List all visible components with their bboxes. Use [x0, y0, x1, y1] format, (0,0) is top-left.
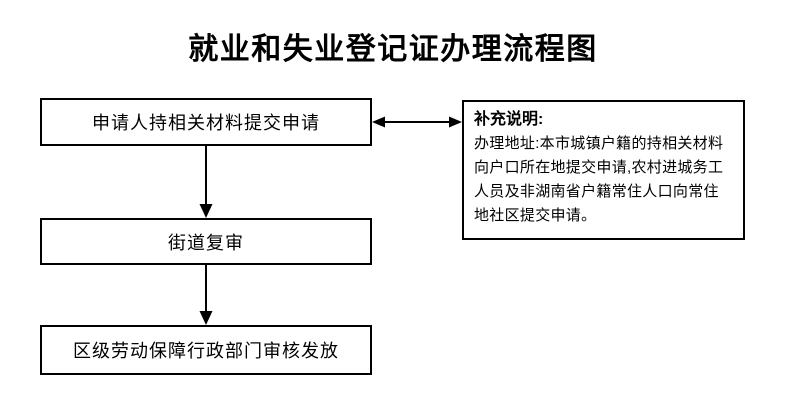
page-title: 就业和失业登记证办理流程图 [188, 33, 598, 66]
arrow-step1-to-step2 [199, 146, 213, 218]
note-body: 办理地址:本市城镇户籍的持相关材料向户口所在地提交申请,农村进城务工人员及非湖南… [474, 135, 724, 224]
note-box: 补充说明: 办理地址:本市城镇户籍的持相关材料向户口所在地提交申请,农村进城务工… [462, 100, 745, 240]
arrowhead-down-icon [199, 311, 213, 325]
flow-step-label: 区级劳动保障行政部门审核发放 [73, 341, 339, 361]
flow-step-street-review: 街道复审 [40, 218, 372, 265]
flow-step-label: 申请人持相关材料提交申请 [92, 113, 320, 133]
arrowhead-down-icon [199, 204, 213, 218]
flow-step-submit-application: 申请人持相关材料提交申请 [40, 98, 372, 146]
arrow-step2-to-step3 [199, 265, 213, 325]
note-heading: 补充说明: [474, 111, 544, 128]
flow-step-label: 街道复审 [168, 232, 244, 253]
flow-step-district-issue: 区级劳动保障行政部门审核发放 [40, 325, 372, 375]
arrow-step1-to-note-double [372, 116, 462, 128]
arrowhead-right-icon [449, 116, 462, 128]
arrowhead-left-icon [372, 116, 385, 128]
